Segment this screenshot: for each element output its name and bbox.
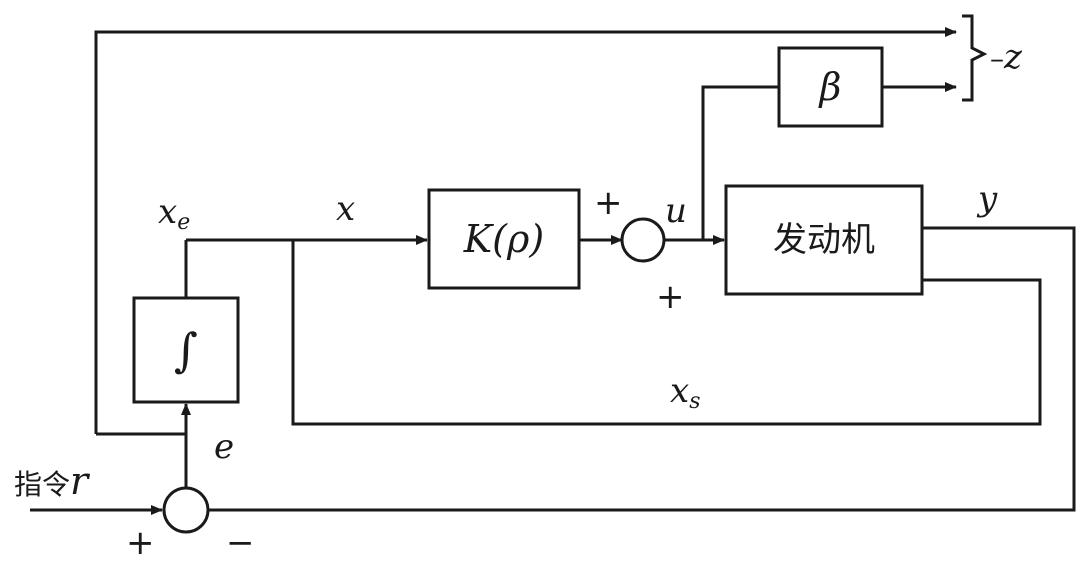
label-command-text: 指令 (14, 468, 71, 501)
sign-sum1-right: − (226, 523, 255, 563)
line-top-output (94, 27, 957, 434)
sign-sum2-bottom: + (656, 277, 685, 317)
summing-junction-2[interactable] (620, 217, 666, 263)
label-command-var: r (70, 459, 89, 503)
engine-label: 发动机 (773, 220, 875, 260)
label-u: u (665, 191, 687, 231)
label-command: 指令r (14, 462, 88, 500)
integrator-block[interactable] (132, 296, 240, 404)
controller-block[interactable] (427, 188, 581, 290)
label-xs-sub: s (689, 389, 701, 414)
beta-block[interactable] (777, 46, 884, 128)
label-x: x (336, 189, 356, 229)
line-output-feedback (208, 226, 1076, 512)
line-u-to-beta (701, 85, 779, 240)
summing-junction-1[interactable] (162, 486, 210, 534)
integrator-symbol: ∫ (174, 323, 198, 377)
label-xe: xe (158, 195, 190, 234)
label-xe-sub: e (177, 210, 191, 235)
label-xe-base: x (158, 192, 178, 232)
label-z-var: z (1004, 37, 1022, 77)
label-xs-base: x (670, 371, 690, 411)
sign-sum2-top: + (594, 183, 623, 223)
controller-label: K(ρ) (463, 217, 545, 261)
label-xs: xs (670, 374, 700, 413)
label-z-dash: – (990, 42, 1004, 75)
label-e: e (214, 427, 235, 467)
z-brace (962, 14, 988, 102)
beta-label: β (819, 65, 842, 109)
label-z: –z (990, 40, 1022, 74)
engine-block[interactable] (724, 184, 924, 296)
label-y: y (978, 179, 998, 219)
line-state-feedback (291, 240, 1042, 426)
sign-sum1-left: + (126, 523, 155, 563)
